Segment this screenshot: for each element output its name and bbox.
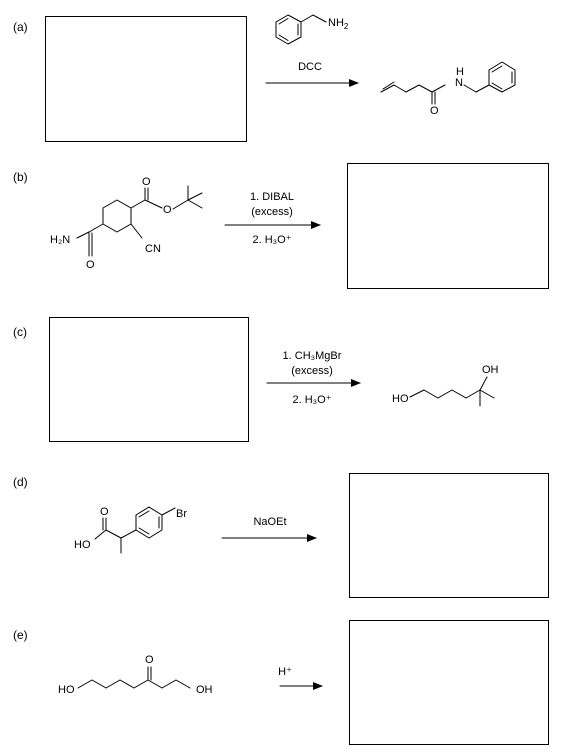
answer-box-b[interactable] <box>347 163 549 289</box>
cyclohexane-starting-material-b: O O CN H₂N O <box>50 176 203 271</box>
label-c: (c) <box>13 325 27 339</box>
answer-box-c[interactable] <box>49 317 249 442</box>
bromophenyl-acid-structure: Br O HO <box>74 506 187 554</box>
diol-product-structure: HO OH <box>392 364 499 407</box>
benzylamine-structure: NH2 <box>275 14 349 45</box>
answer-box-e[interactable] <box>349 620 549 745</box>
condition-c-excess: (excess) <box>291 365 333 377</box>
condition-d: NaOEt <box>253 516 287 528</box>
amide-product-structure: O H N <box>380 61 516 117</box>
carbonyl-o-label: O <box>430 105 439 117</box>
answer-box-a[interactable] <box>45 16 247 142</box>
ketone-o-label: O <box>145 654 154 666</box>
amide-h2n-label: H₂N <box>50 234 70 246</box>
answer-box-d[interactable] <box>349 473 549 598</box>
oh-label-c: OH <box>482 364 499 376</box>
bromine-label: Br <box>176 508 187 520</box>
acid-carbonyl-o-label: O <box>100 506 109 518</box>
nh2-label: NH2 <box>328 17 349 31</box>
amide-o-label: O <box>86 259 95 271</box>
condition-b-step1: 1. DIBAL <box>249 191 295 203</box>
condition-a: DCC <box>298 61 322 73</box>
label-d: (d) <box>13 475 28 489</box>
condition-c-step2: 2. H₃O⁺ <box>292 394 332 406</box>
label-e: (e) <box>13 628 28 642</box>
nh-h-label: H <box>456 66 464 78</box>
nh-n-label: N <box>455 77 463 89</box>
acid-ho-label: HO <box>74 539 91 551</box>
condition-e: H⁺ <box>278 666 292 678</box>
nitrile-cn-label: CN <box>145 243 161 255</box>
ester-carbonyl-o-label: O <box>142 176 151 188</box>
label-b: (b) <box>13 170 28 184</box>
label-a: (a) <box>13 20 28 34</box>
oh-label-e: OH <box>196 684 213 696</box>
condition-b-excess: (excess) <box>251 206 293 218</box>
ho-label-c: HO <box>392 393 409 405</box>
ho-label-e: HO <box>58 684 75 696</box>
ester-o-label: O <box>163 204 172 216</box>
condition-c-step1: 1. CH₃MgBr <box>282 350 342 362</box>
keto-diol-structure: HO O OH <box>58 654 213 696</box>
condition-b-step2: 2. H₃O⁺ <box>252 234 292 246</box>
